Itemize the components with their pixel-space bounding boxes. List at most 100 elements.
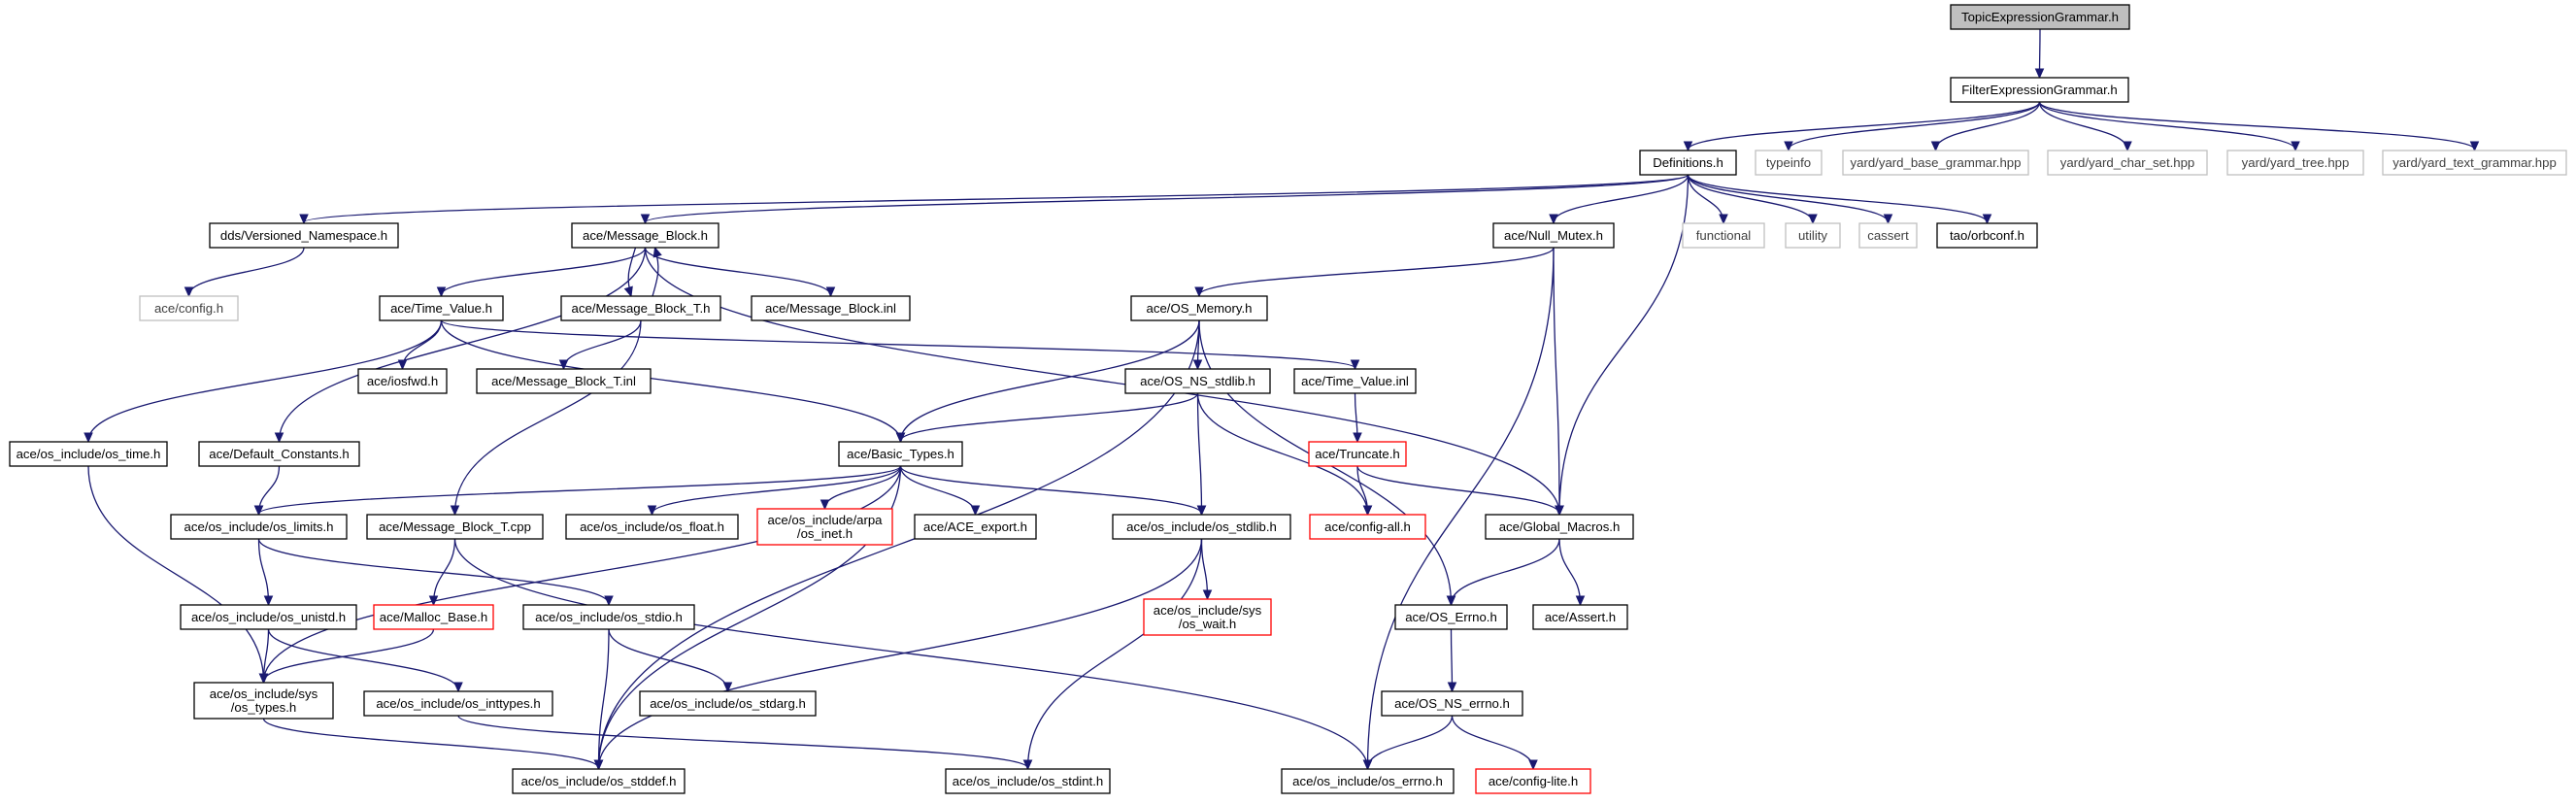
edge-arrowhead	[1447, 682, 1457, 693]
node-label: ace/Global_Macros.h	[1499, 519, 1621, 534]
node-configall[interactable]: ace/config-all.h	[1309, 514, 1426, 540]
node-configlite[interactable]: ace/config-lite.h	[1475, 768, 1591, 794]
edge-ostypes-to-osstddef	[262, 718, 604, 771]
node-timevalueinl[interactable]: ace/Time_Value.inl	[1293, 368, 1417, 394]
node-cassert[interactable]: cassert	[1858, 222, 1918, 249]
node-label: yard/yard_text_grammar.hpp	[2392, 155, 2557, 170]
edge-line	[401, 319, 443, 369]
node-aceexport[interactable]: ace/ACE_export.h	[914, 514, 1037, 540]
node-msgblockTcpp[interactable]: ace/Message_Block_T.cpp	[366, 514, 544, 540]
node-basictypes[interactable]: ace/Basic_Types.h	[838, 441, 963, 467]
edge-truncate-to-configall	[1356, 465, 1373, 517]
node-box	[560, 295, 721, 321]
node-osinet[interactable]: ace/os_include/arpa/os_inet.h	[756, 508, 893, 546]
node-osnsstdlib[interactable]: ace/OS_NS_stdlib.h	[1124, 368, 1271, 394]
edge-arrowhead	[397, 359, 408, 371]
node-oswait[interactable]: ace/os_include/sys/os_wait.h	[1143, 598, 1272, 636]
node-truncate[interactable]: ace/Truncate.h	[1308, 441, 1407, 467]
edge-line	[1366, 247, 1555, 769]
edge-line	[2038, 101, 2296, 151]
edge-definitions-to-functional	[1687, 174, 1728, 225]
node-msgblockinl[interactable]: ace/Message_Block.inl	[751, 295, 911, 321]
edge-mallocbase-to-ostypes	[258, 628, 435, 685]
node-label: FilterExpressionGrammar.h	[1961, 83, 2118, 97]
node-yard_tree[interactable]: yard/yard_tree.hpp	[2226, 150, 2364, 176]
node-defconst[interactable]: ace/Default_Constants.h	[198, 441, 360, 467]
edge-msgblock-to-globalmacros	[644, 247, 1564, 517]
node-box	[180, 604, 357, 630]
edge-arrowhead	[623, 285, 633, 298]
node-label: Definitions.h	[1653, 155, 1723, 170]
edge-basictypes-to-oslimits	[253, 465, 902, 517]
edge-line	[1451, 715, 1534, 769]
edge-line	[899, 392, 1199, 442]
node-label: ace/os_include/os_stdarg.h	[650, 696, 806, 711]
edge-arrowhead	[453, 682, 463, 693]
edge-line	[1687, 174, 1814, 223]
node-timevalue[interactable]: ace/Time_Value.h	[379, 295, 504, 321]
edge-line	[1553, 174, 1689, 223]
node-yard_char[interactable]: yard/yard_char_set.hpp	[2047, 150, 2208, 176]
node-oslimits[interactable]: ace/os_include/os_limits.h	[170, 514, 348, 540]
node-box	[1936, 222, 2038, 249]
edge-globalmacros-to-oserrno	[1446, 538, 1560, 607]
node-osunistd[interactable]: ace/os_include/os_unistd.h	[180, 604, 357, 630]
node-mallocbase[interactable]: ace/Malloc_Base.h	[373, 604, 494, 630]
edge-line	[1196, 392, 1203, 515]
node-orbconf[interactable]: tao/orbconf.h	[1936, 222, 2038, 249]
node-definitions[interactable]: Definitions.h	[1639, 150, 1737, 176]
node-osstddef[interactable]: ace/os_include/os_stddef.h	[512, 768, 686, 794]
node-dds_vns[interactable]: dds/Versioned_Namespace.h	[209, 222, 399, 249]
node-assert[interactable]: ace/Assert.h	[1532, 604, 1628, 630]
node-box	[1394, 604, 1508, 630]
edge-basictypes-to-osstdlib	[899, 465, 1207, 517]
node-ostypes[interactable]: ace/os_include/sys/os_types.h	[193, 682, 334, 720]
node-nullmutex[interactable]: ace/Null_Mutex.h	[1492, 222, 1615, 249]
node-box	[9, 441, 168, 467]
edge-line	[597, 538, 1203, 769]
node-yard_text[interactable]: yard/yard_text_grammar.hpp	[2382, 150, 2567, 176]
node-globalmacros[interactable]: ace/Global_Macros.h	[1485, 514, 1634, 540]
node-osmemory[interactable]: ace/OS_Memory.h	[1130, 295, 1268, 321]
edge-arrowhead	[263, 595, 274, 607]
edge-arrowhead	[184, 286, 194, 298]
node-yard_base[interactable]: yard/yard_base_grammar.hpp	[1842, 150, 2029, 176]
edge-osstdlib-to-oswait	[1200, 538, 1213, 601]
node-box	[571, 222, 719, 249]
node-osstdarg[interactable]: ace/os_include/os_stdarg.h	[639, 690, 817, 717]
node-osstdio[interactable]: ace/os_include/os_stdio.h	[522, 604, 695, 630]
edge-definitions-to-cassert	[1687, 174, 1893, 225]
edge-definitions-to-msgblock	[640, 174, 1689, 225]
node-oserrno[interactable]: ace/OS_Errno.h	[1394, 604, 1508, 630]
edge-line	[1366, 715, 1454, 769]
edge-arrowhead	[593, 759, 604, 771]
node-msgblockT[interactable]: ace/Message_Block_T.h	[560, 295, 721, 321]
node-ostime[interactable]: ace/os_include/os_time.h	[9, 441, 168, 467]
node-filter[interactable]: FilterExpressionGrammar.h	[1950, 77, 2129, 103]
node-osstdlib[interactable]: ace/os_include/os_stdlib.h	[1112, 514, 1291, 540]
node-msgblockTinl[interactable]: ace/Message_Block_T.inl	[476, 368, 652, 394]
edge-arrowhead	[253, 505, 264, 517]
node-label: /os_inet.h	[797, 526, 853, 541]
edge-line	[187, 247, 305, 296]
node-box	[512, 768, 686, 794]
edge-arrowhead	[1196, 505, 1207, 517]
node-typeinfo[interactable]: typeinfo	[1755, 150, 1823, 176]
edge-arrowhead	[1353, 432, 1362, 444]
edge-osstdlib-to-osstddef	[593, 538, 1203, 771]
node-osnserrno[interactable]: ace/OS_NS_errno.h	[1381, 690, 1523, 717]
node-functional[interactable]: functional	[1682, 222, 1765, 249]
node-utility[interactable]: utility	[1785, 222, 1841, 249]
node-oserrnoh[interactable]: ace/os_include/os_errno.h	[1281, 768, 1455, 794]
edge-arrowhead	[1446, 595, 1456, 607]
node-config[interactable]: ace/config.h	[139, 295, 239, 321]
node-msgblock[interactable]: ace/Message_Block.h	[571, 222, 719, 249]
node-label: ace/config-lite.h	[1489, 774, 1578, 788]
node-osinttypes[interactable]: ace/os_include/os_inttypes.h	[363, 690, 553, 717]
node-label: ace/os_include/sys	[1154, 603, 1262, 618]
edge-line	[262, 628, 435, 683]
node-osstdint[interactable]: ace/os_include/os_stdint.h	[945, 768, 1111, 794]
node-iosfwd[interactable]: ace/iosfwd.h	[357, 368, 448, 394]
node-topic[interactable]: TopicExpressionGrammar.h	[1950, 4, 2130, 30]
node-osfloat[interactable]: ace/os_include/os_float.h	[565, 514, 739, 540]
